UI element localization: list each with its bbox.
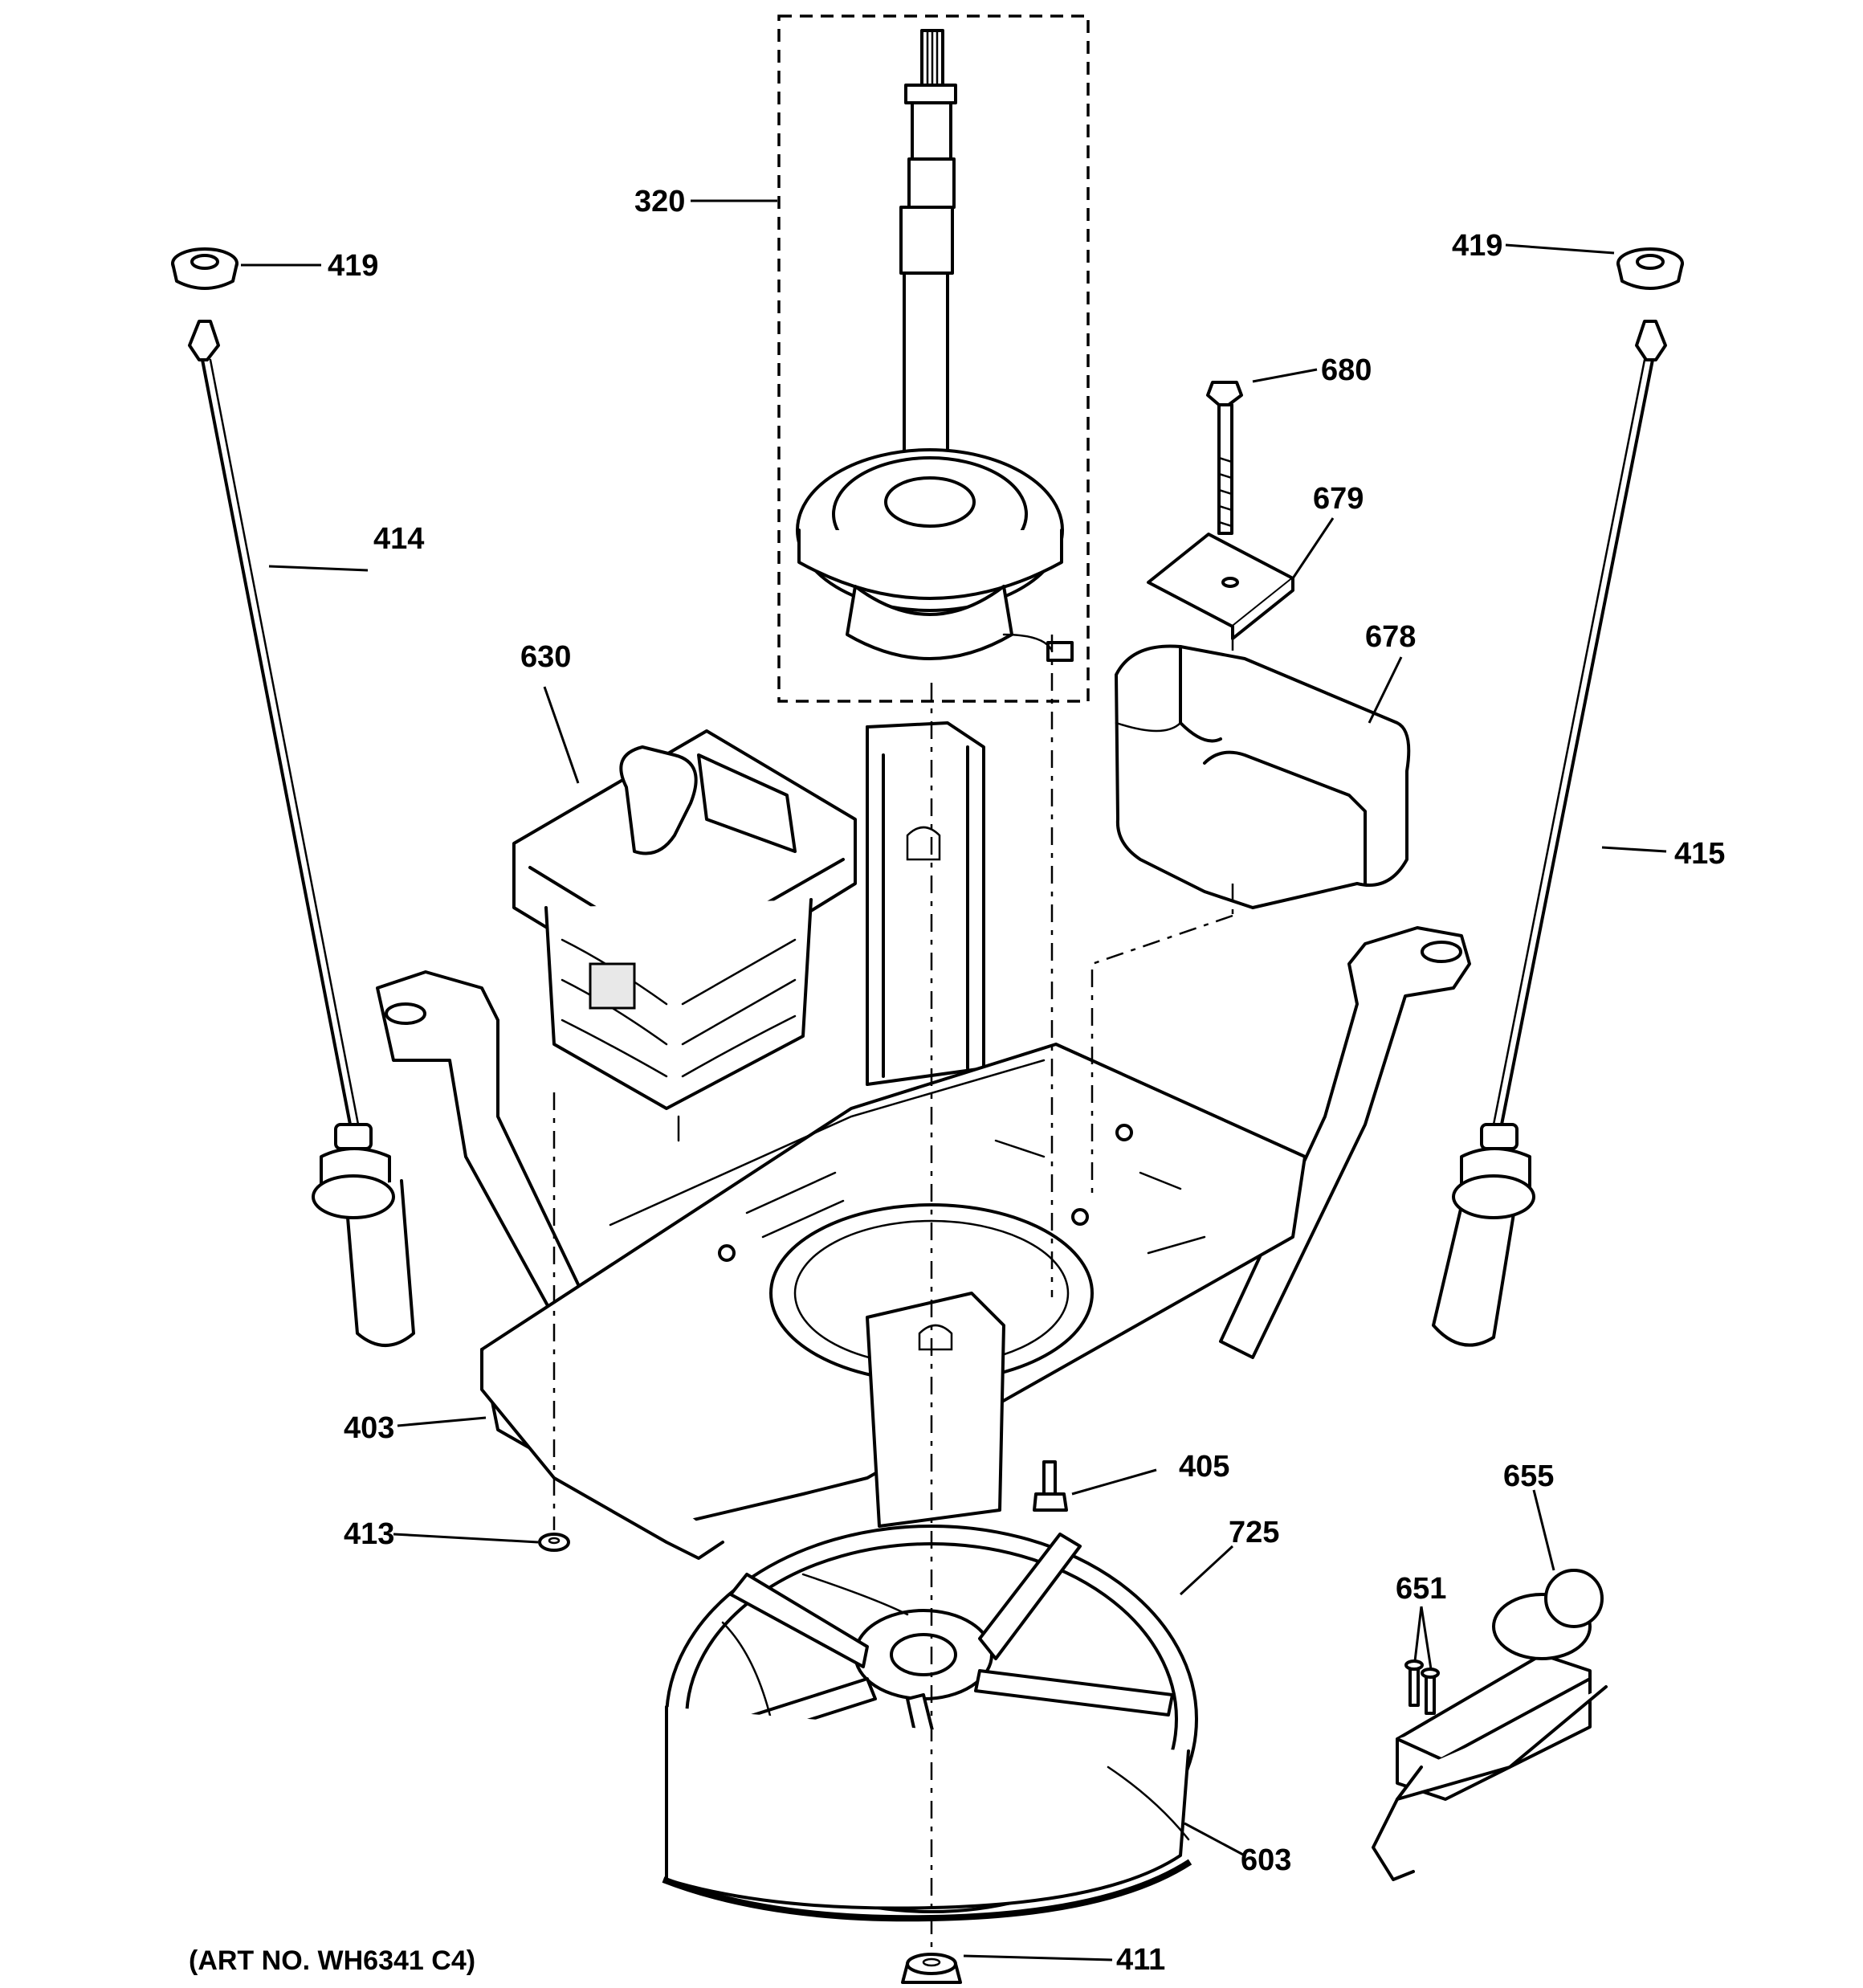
label-680: 680 [1321, 353, 1372, 387]
counterweight-678 [1115, 644, 1411, 909]
shaft-bearing-assembly-320 [796, 29, 1074, 662]
label-630: 630 [520, 640, 571, 674]
assembly-320-boundary [777, 14, 1090, 703]
label-405: 405 [1179, 1450, 1229, 1484]
label-415: 415 [1674, 837, 1725, 871]
label-679: 679 [1313, 482, 1364, 516]
label-320: 320 [634, 185, 685, 218]
screws-651 [1404, 1659, 1440, 1715]
plate-679 [1147, 533, 1294, 640]
base-frame-403 [376, 926, 1471, 1560]
pump-655 [1372, 1569, 1608, 1881]
art-number: (ART NO. WH6341 C4) [189, 1945, 475, 1976]
bolt-680 [1206, 381, 1243, 535]
label-725: 725 [1229, 1516, 1279, 1549]
label-403: 403 [344, 1411, 394, 1445]
label-419-left: 419 [328, 249, 378, 283]
bushing-419-right [1616, 247, 1684, 290]
center-bracket [866, 721, 985, 1086]
label-603: 603 [1241, 1843, 1291, 1877]
label-411: 411 [1116, 1943, 1165, 1977]
nut-413 [538, 1533, 570, 1552]
motor-630 [512, 729, 857, 1142]
suspension-rod-414 [188, 320, 415, 1347]
label-651: 651 [1396, 1572, 1446, 1606]
label-414: 414 [373, 522, 424, 556]
part-labels: 320 419 419 680 679 678 414 630 415 403 … [189, 185, 1725, 1977]
leader-lines [241, 199, 1667, 1961]
bushing-419-left [171, 247, 238, 290]
suspension-rod-415 [1432, 320, 1667, 1347]
assembly-centerlines [552, 635, 1234, 1948]
label-678: 678 [1365, 620, 1416, 654]
label-419-right: 419 [1452, 229, 1502, 263]
label-655: 655 [1503, 1459, 1554, 1493]
nut-411 [901, 1953, 962, 1984]
screw-405 [1033, 1460, 1068, 1512]
label-413: 413 [344, 1517, 394, 1551]
